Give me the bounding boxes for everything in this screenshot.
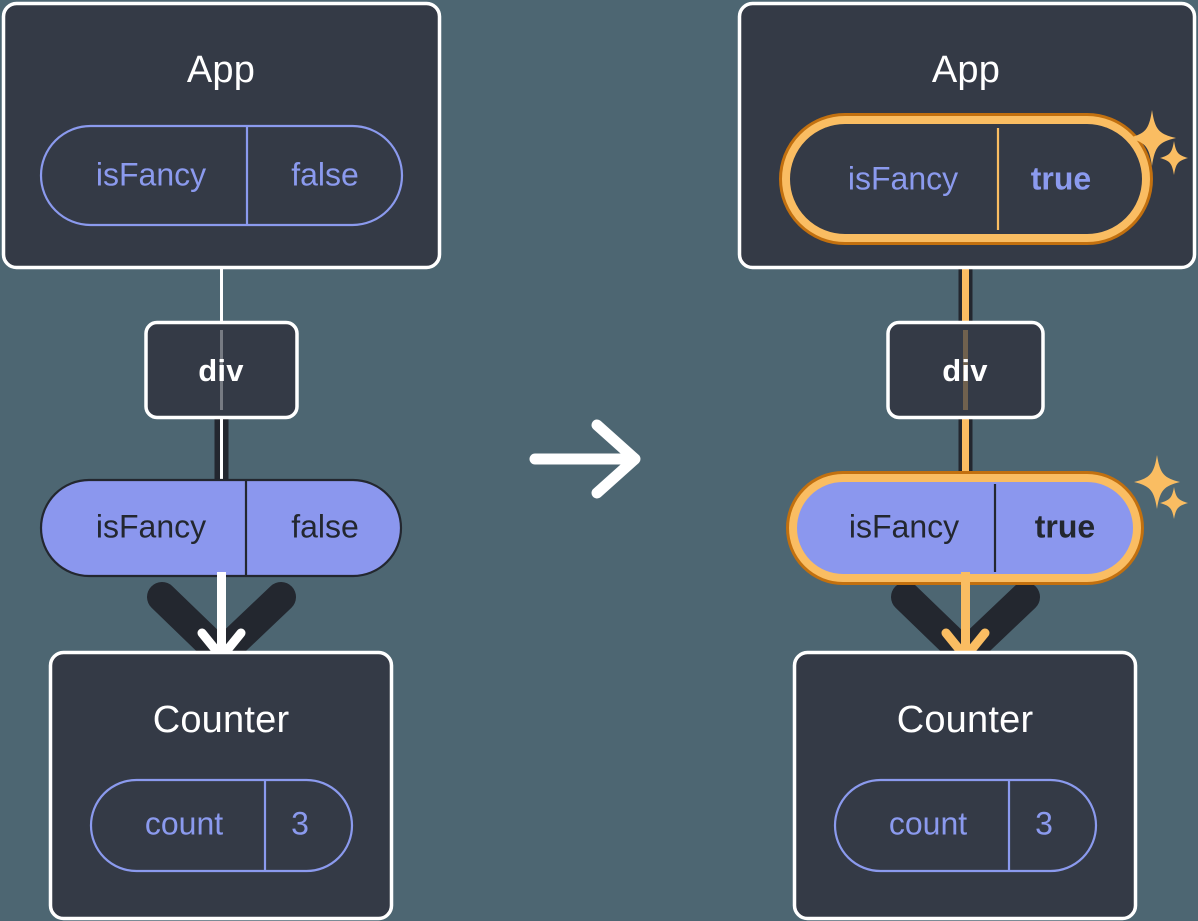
state-pill-app-left[interactable]: isFancy false — [39, 124, 404, 227]
sparkle-large-icon — [1134, 455, 1180, 509]
div-label-right: div — [942, 353, 988, 388]
state-pill-app-left-key: isFancy — [96, 156, 206, 192]
prop-pill-right[interactable]: isFancy true — [786, 471, 1144, 585]
state-pill-counter-left-value: 3 — [291, 805, 309, 841]
div-label-left: div — [198, 353, 244, 388]
div-box-left: div — [144, 320, 299, 420]
prop-pill-left[interactable]: isFancy false — [39, 478, 403, 578]
prop-pill-left-value: false — [291, 508, 359, 544]
state-pill-counter-left-key: count — [145, 805, 223, 841]
div-box-right: div — [886, 320, 1045, 420]
counter-box-right: Counter count 3 — [792, 650, 1138, 921]
state-pill-app-left-value: false — [291, 156, 359, 192]
state-pill-app-right-value: true — [1031, 160, 1091, 196]
sparkle-group-app — [1128, 110, 1188, 175]
sparkle-small-icon — [1160, 141, 1188, 175]
app-title-right: App — [932, 49, 1000, 91]
arrow-right-icon — [529, 419, 641, 499]
sparkle-large-icon — [1128, 110, 1176, 166]
counter-title-right: Counter — [897, 699, 1034, 741]
state-pill-counter-right-key: count — [889, 805, 967, 841]
state-pill-app-right-key: isFancy — [848, 160, 958, 196]
state-pill-app-right[interactable]: isFancy true — [779, 113, 1153, 245]
prop-pill-right-key: isFancy — [849, 508, 959, 544]
state-pill-counter-right-value: 3 — [1035, 805, 1053, 841]
prop-pill-right-value: true — [1035, 508, 1095, 544]
sparkle-group-prop — [1134, 455, 1188, 519]
counter-title-left: Counter — [153, 699, 290, 741]
state-pill-counter-right[interactable]: count 3 — [833, 778, 1098, 873]
app-title-left: App — [187, 49, 255, 91]
sparkle-small-icon — [1160, 487, 1188, 519]
state-pill-counter-left[interactable]: count 3 — [89, 778, 354, 873]
prop-pill-left-key: isFancy — [96, 508, 206, 544]
counter-box-left: Counter count 3 — [48, 650, 394, 921]
